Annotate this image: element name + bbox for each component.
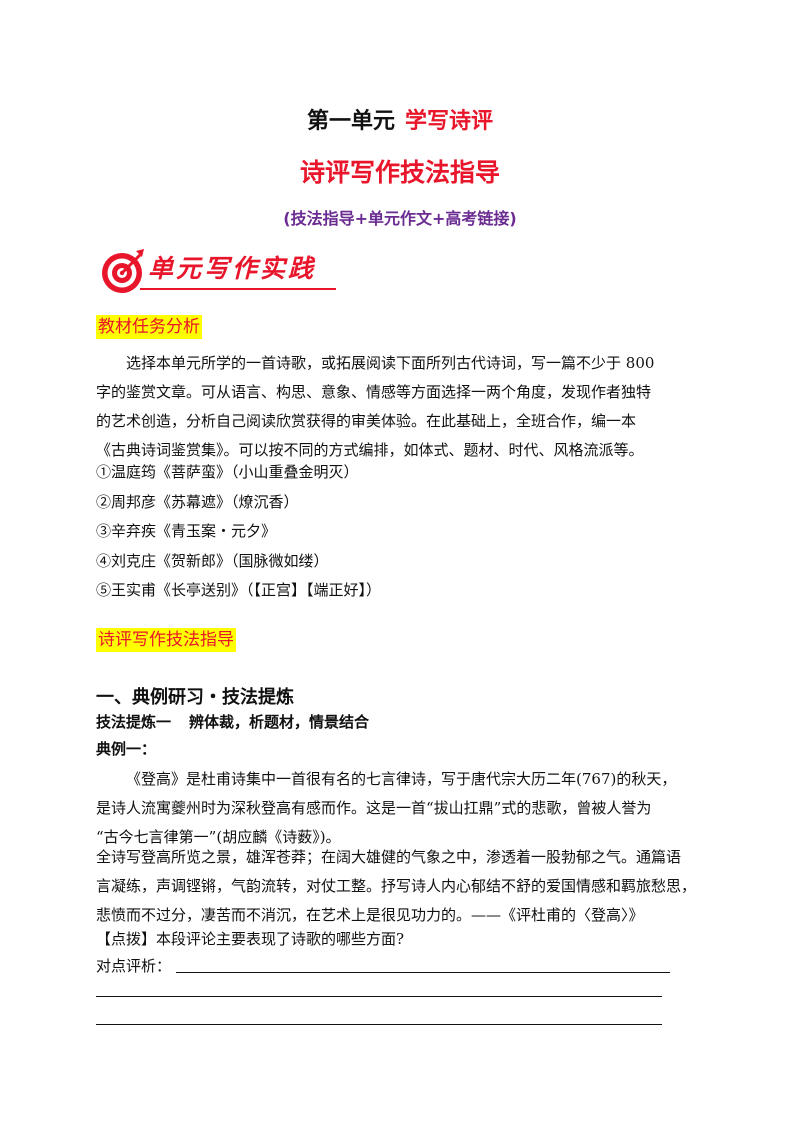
section-heading-task: 教材任务分析 xyxy=(96,315,202,339)
review-label: 对点评析： xyxy=(96,957,172,975)
guide-title: 诗评写作技法指导 xyxy=(299,158,500,187)
list-item: ⑤王实甫《长亭送别》（【正宫】【端正好】） xyxy=(96,581,382,599)
quote-line: 言凝练，声调铿锵，气韵流转，对仗工整。抒写诗人内心郁结不舒的爱国情感和羁旅愁思， xyxy=(96,877,697,895)
example-quote-a: 《登高》是杜甫诗集中一首很有名的七言律诗，写于唐代宗大历二年(767)的秋天， … xyxy=(96,765,708,852)
poem-list: ①温庭筠《菩萨蛮》（小山重叠金明灭） ②周邦彦《苏幕遮》（燎沉香） ③辛弃疾《青… xyxy=(96,458,381,606)
example-quote-b: 全诗写登高所览之景，雄浑苍莽；在阔大雄健的气象之中，渗透着一股勃郁之气。通篇语 … xyxy=(96,843,708,930)
example-label: 典例一： xyxy=(96,740,157,758)
para-line: 字的鉴赏文章。可从语言、构思、意象、情感等方面选择一两个角度，发现作者独特 xyxy=(96,383,652,401)
unit-number: 第一单元 xyxy=(306,109,395,134)
list-item: ④刘克庄《贺新郎》（国脉微如缕） xyxy=(96,551,329,570)
para-line: 《古典诗词鉴赏集》。可以按不同的方式编排，如体式、题材、时代、风格流派等。 xyxy=(96,441,644,459)
task-paragraph: 选择本单元所学的一首诗歌，或拓展阅读下面所列古代诗词，写一篇不少于 800 字的… xyxy=(96,349,708,465)
para-line: 选择本单元所学的一首诗歌，或拓展阅读下面所列古代诗词，写一篇不少于 800 xyxy=(126,354,655,372)
unit-title: 第一单元学写诗评 xyxy=(0,103,800,135)
answer-line[interactable] xyxy=(176,972,670,973)
quote-line: “古今七言律第一”(胡应麟《诗薮》)。 xyxy=(96,828,341,846)
list-item: ③辛弃疾《青玉案・元夕》 xyxy=(96,522,277,540)
tip-question: 【点拨】本段评论主要表现了诗歌的哪些方面? xyxy=(96,930,405,948)
subtitle: (技法指导+单元作文+高考链接) xyxy=(283,209,517,228)
technique-desc: 辨体裁，析题材，情景结合 xyxy=(189,713,370,731)
unit-topic: 学写诗评 xyxy=(405,109,494,134)
quote-line: 全诗写登高所览之景，雄浑苍莽；在阔大雄健的气象之中，渗透着一股勃郁之气。通篇语 xyxy=(96,848,682,866)
target-icon xyxy=(102,249,144,293)
para-line: 的艺术创造，分析自己阅读欣赏获得的审美体验。在此基础上，全班合作，编一本 xyxy=(96,412,637,430)
banner-underline xyxy=(140,288,336,290)
heading-case-study: 一、典例研习・技法提炼 xyxy=(96,687,294,708)
heading-technique-one: 技法提炼一辨体裁，析题材，情景结合 xyxy=(96,711,369,732)
quote-line: 是诗人流寓夔州时为深秋登高有感而作。这是一首“拔山扛鼎”式的悲歌，曾被人誉为 xyxy=(96,799,652,817)
list-item: ②周邦彦《苏幕遮》（燎沉香） xyxy=(96,492,299,511)
banner-title: 单元写作实践 xyxy=(148,254,317,283)
unit-writing-banner: 单元写作实践 xyxy=(100,243,340,299)
list-item: ①温庭筠《菩萨蛮》（小山重叠金明灭） xyxy=(96,463,359,481)
answer-line[interactable] xyxy=(96,1024,662,1025)
quote-line: 《登高》是杜甫诗集中一首很有名的七言律诗，写于唐代宗大历二年(767)的秋天， xyxy=(126,770,677,788)
section-heading-guide: 诗评写作技法指导 xyxy=(96,628,236,652)
quote-line: 悲愤而不过分，凄苦而不消沉，在艺术上是很见功力的。——《评杜甫的〈登高〉》 xyxy=(96,906,644,924)
answer-line[interactable] xyxy=(96,996,662,997)
technique-label: 技法提炼一 xyxy=(96,713,172,731)
